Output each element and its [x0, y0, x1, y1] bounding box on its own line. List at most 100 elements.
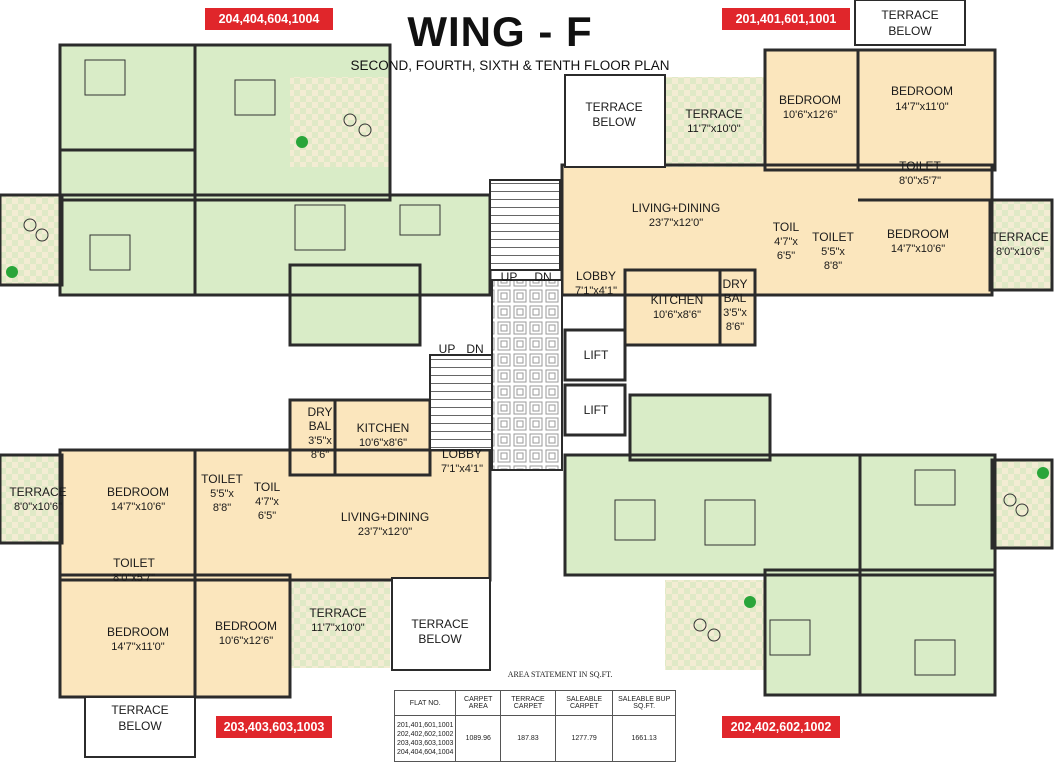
- flat-top-right: [560, 48, 1054, 347]
- room-size: 5'5"x: [210, 488, 234, 500]
- room-size: 14'7"x11'0": [895, 101, 948, 113]
- room-size: 10'6"x8'6": [359, 437, 407, 449]
- dining-table-icon: [704, 499, 756, 546]
- room-size: 8'0"x10'6": [996, 246, 1044, 258]
- terrace-below-label: TERRACE: [111, 703, 168, 717]
- room-label: BEDROOM: [891, 84, 953, 98]
- terrace-below-label: TERRACE: [411, 617, 468, 631]
- lift-label: LIFT: [584, 403, 609, 417]
- column-header: FLAT NO.: [393, 690, 457, 716]
- plant-pot-icon: [358, 123, 372, 137]
- stair-up-label: UP: [439, 342, 456, 356]
- room-label: DRY: [307, 405, 332, 419]
- table-row: 201,401,601,1001 202,402,602,1002 203,40…: [393, 715, 676, 762]
- flat-bottom-left-kitchen: [290, 400, 430, 475]
- room-label: LIVING+DINING: [341, 510, 429, 524]
- bed-icon: [769, 619, 811, 656]
- room-label: LOBBY: [442, 447, 482, 461]
- room-label: BAL: [724, 291, 747, 305]
- plant-pot-icon: [1015, 503, 1029, 517]
- terrace-below-label: BELOW: [118, 719, 162, 733]
- room-size: 8'6": [311, 449, 329, 461]
- plant-pot-icon: [23, 218, 37, 232]
- room-size: 5'5"x: [821, 246, 845, 258]
- room-size: 23'7"x12'0": [649, 217, 703, 229]
- flat-bottom-right-area-2: [765, 570, 995, 695]
- flat-bottom-right: [563, 393, 1054, 697]
- flat-number-badge: 202,402,602,1002: [722, 716, 840, 738]
- carpet-area-cell: 1089.96: [455, 715, 501, 762]
- room-label: TERRACE: [685, 107, 742, 121]
- flat-bottom-right-area: [565, 455, 995, 575]
- room-size: 8'8": [213, 502, 231, 514]
- room-size: 10'6"x8'6": [653, 309, 701, 321]
- saleable-bup-cell: 1661.13: [612, 715, 676, 762]
- plan-title: WING - F: [407, 8, 593, 55]
- room-label: TERRACE: [309, 606, 366, 620]
- room-label: TOILET: [899, 159, 941, 173]
- flat-bottom-left: [0, 398, 492, 699]
- room-size: 8'0"x5'7": [899, 175, 941, 187]
- flat-top-left-kitchen: [290, 265, 420, 345]
- column-header: TERRACE CARPET: [499, 690, 557, 716]
- flat-number: 204,404,604,1004: [397, 748, 454, 756]
- column-header: SALEABLE BUP SQ.FT.: [612, 690, 676, 716]
- room-label: BEDROOM: [779, 93, 841, 107]
- room-size: 14'7"x11'0": [111, 641, 164, 653]
- room-size: 3'5"x: [308, 435, 332, 447]
- room-label: BEDROOM: [107, 625, 169, 639]
- room-size: 11'7"x10'0": [311, 622, 364, 634]
- column-header: CARPET AREA: [455, 690, 501, 716]
- room-label: TOIL: [254, 480, 281, 494]
- flat-bottom-left-terrace-2: [0, 455, 62, 543]
- room-size: 14'7"x10'6": [111, 501, 165, 513]
- terrace-below-label: TERRACE: [881, 8, 938, 22]
- room-label: TOIL: [773, 220, 800, 234]
- flat-top-left: [0, 43, 492, 347]
- room-label: KITCHEN: [651, 293, 704, 307]
- room-label: TERRACE: [991, 230, 1048, 244]
- sofa-icon: [614, 499, 656, 541]
- flat-top-right-area-2: [765, 50, 995, 170]
- lift-1: [563, 328, 627, 382]
- flat-bottom-left-terrace: [290, 580, 390, 668]
- core-lobby-floor: [491, 279, 563, 471]
- flat-number: 202,402,602,1002: [397, 730, 454, 738]
- flat-top-right-terrace-2: [990, 200, 1052, 290]
- room-label: KITCHEN: [357, 421, 410, 435]
- terrace-below-label: BELOW: [418, 632, 462, 646]
- terrace-carpet-cell: 187.83: [499, 715, 557, 762]
- dining-table-icon: [294, 204, 346, 251]
- room-label: LIVING+DINING: [632, 201, 720, 215]
- flat-bottom-right-kitchen: [630, 395, 770, 460]
- room-size: 3'5"x: [723, 307, 747, 319]
- room-size: 8'8": [824, 260, 842, 272]
- flat-number-badge: 201,401,601,1001: [722, 8, 850, 30]
- room-size: 10'6"x12'6": [219, 635, 273, 647]
- plant-pot-icon: [35, 228, 49, 242]
- lift-2: [563, 383, 627, 437]
- stair-bottom: [429, 354, 493, 451]
- flat-top-left-terrace: [290, 77, 390, 167]
- tree-icon: [296, 136, 308, 148]
- tree-icon: [744, 596, 756, 608]
- terrace-below-bottom-center: [391, 577, 491, 671]
- room-size: 7'1"x4'1": [575, 285, 617, 297]
- bed-icon: [234, 79, 276, 116]
- flat-number-badge: 203,403,603,1003: [216, 716, 332, 738]
- room-label: LOBBY: [576, 269, 616, 283]
- bed-icon: [84, 59, 126, 96]
- room-size: 7'1"x4'1": [441, 463, 483, 475]
- stair-down-label: DN: [466, 342, 483, 356]
- terrace-below-label: BELOW: [888, 24, 932, 38]
- flat-top-left-area-2: [60, 195, 490, 295]
- room-size: 10'6"x12'6": [783, 109, 837, 121]
- room-label: BEDROOM: [107, 485, 169, 499]
- plan-subtitle: SECOND, FOURTH, SIXTH & TENTH FLOOR PLAN: [350, 58, 670, 73]
- room-label: TERRACE: [9, 485, 66, 499]
- stair-down-label: DN: [534, 270, 551, 284]
- room-size: 6'5": [777, 250, 795, 262]
- room-label: TOILET: [113, 556, 155, 570]
- tree-icon: [1037, 467, 1049, 479]
- stair-top: [489, 179, 561, 271]
